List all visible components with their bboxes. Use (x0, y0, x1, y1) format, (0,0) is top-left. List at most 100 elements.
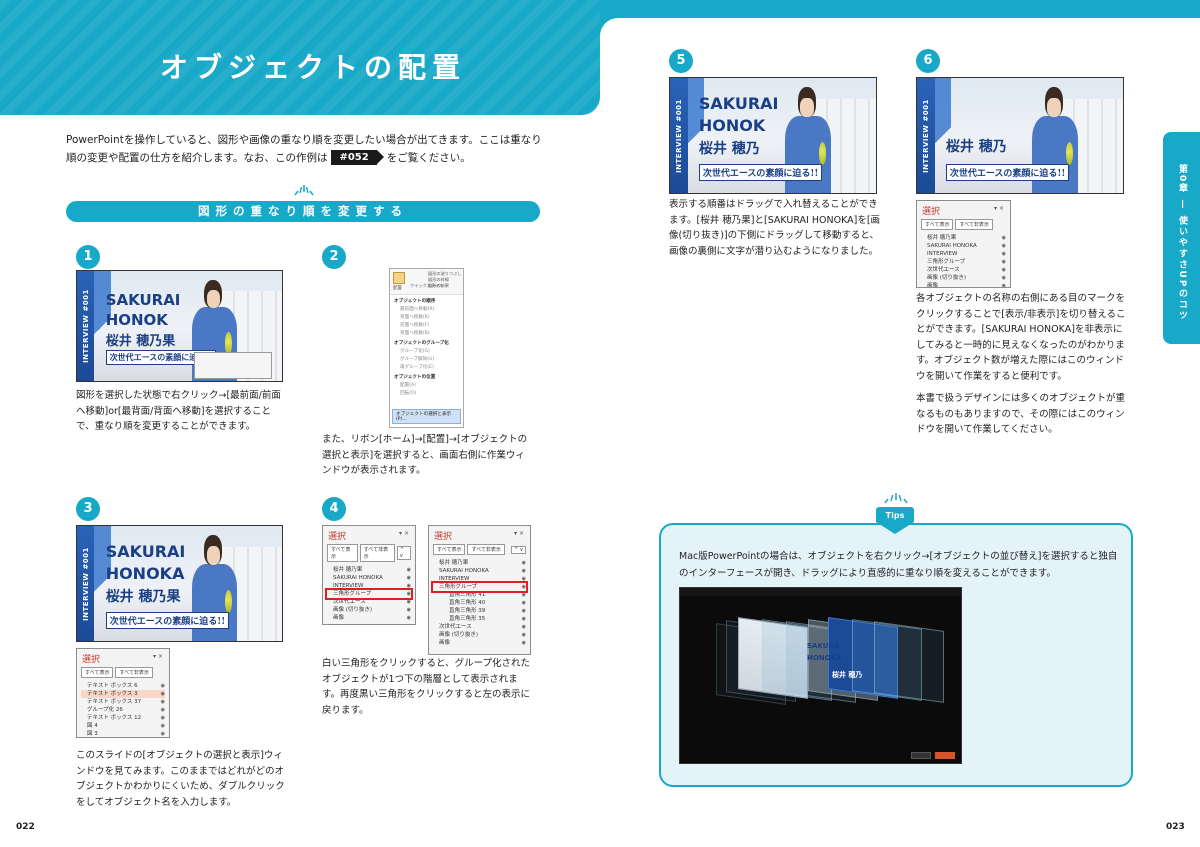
eye-icon[interactable]: ◉ (406, 607, 411, 613)
hide-all-button[interactable]: すべて非表示 (115, 667, 153, 678)
eye-icon[interactable]: ◉ (160, 683, 165, 689)
list-item[interactable]: 三角形グループ◉ (927, 259, 1006, 265)
list-item[interactable]: 直角三角形 35◉ (449, 616, 526, 622)
menu-header-position: オブジェクトの位置 (394, 375, 436, 380)
list-item[interactable]: 画像 (切り抜き)◉ (439, 632, 526, 638)
list-item[interactable]: テキスト ボックス 12◉ (87, 715, 165, 721)
list-item[interactable]: 画像 (切り抜き)◉ (927, 275, 1006, 281)
list-item[interactable]: SAKURAI HONOKA◉ (333, 575, 411, 581)
list-item-group-highlighted[interactable]: 三角形グループ◉ (431, 581, 528, 593)
list-item[interactable]: 桜井 穂乃果◉ (333, 567, 411, 573)
eye-icon[interactable]: ◉ (521, 584, 526, 590)
slide-side-label: INTERVIEW #001 (674, 98, 683, 173)
eye-icon[interactable]: ◉ (406, 567, 411, 573)
eye-icon[interactable]: ◉ (1001, 283, 1006, 288)
list-item[interactable]: INTERVIEW◉ (333, 583, 411, 589)
eye-icon[interactable]: ◉ (521, 608, 526, 614)
show-all-button[interactable]: すべて表示 (433, 544, 466, 555)
slide-name-line2: HONOKA (105, 563, 185, 583)
eye-icon[interactable]: ◉ (521, 568, 526, 574)
eye-icon[interactable]: ◉ (1001, 243, 1006, 249)
eye-icon[interactable]: ◉ (521, 624, 526, 630)
list-item[interactable]: 桜井 穂乃果◉ (927, 235, 1006, 241)
eye-icon[interactable]: ◉ (406, 591, 411, 597)
list-item-group-highlighted[interactable]: 三角形グループ◉ (325, 588, 413, 600)
eye-icon[interactable]: ◉ (160, 707, 165, 713)
eye-icon[interactable]: ◉ (1001, 267, 1006, 273)
hide-all-button[interactable]: すべて非表示 (467, 544, 505, 555)
pane-title: 選択 (922, 207, 941, 217)
list-item[interactable]: 図 3◉ (87, 731, 165, 737)
menu-item-rotate[interactable]: 回転(O) (400, 391, 417, 396)
menu-fill[interactable]: 図形の塗りつぶし (428, 271, 462, 276)
show-all-button[interactable]: すべて表示 (327, 544, 358, 562)
eye-icon[interactable]: ◉ (160, 723, 165, 729)
list-item[interactable]: 直角三角形 39◉ (449, 608, 526, 614)
hide-all-button[interactable]: すべて非表示 (359, 544, 395, 562)
eye-icon[interactable]: ◉ (1001, 259, 1006, 265)
list-item[interactable]: 画像 (切り抜き)◉ (333, 607, 411, 613)
reorder-arrows[interactable]: ^ v (511, 545, 526, 554)
menu-item-selection-pane[interactable]: オブジェクトの選択と表示(P)... (392, 409, 461, 424)
chapter-tab: 第0章 — 使いやすさUPのコツ (1163, 132, 1200, 344)
list-item[interactable]: 直角三角形 41◉ (449, 592, 526, 598)
list-item[interactable]: INTERVIEW◉ (439, 576, 526, 582)
list-item[interactable]: 直角三角形 40◉ (449, 600, 526, 606)
eye-icon[interactable]: ◉ (521, 632, 526, 638)
reorder-arrows[interactable]: ^ v (396, 546, 411, 560)
eye-icon[interactable]: ◉ (521, 600, 526, 606)
menu-item-regroup[interactable]: 再グループ化(E) (400, 365, 434, 370)
list-item[interactable]: 図 4◉ (87, 723, 165, 729)
eye-icon[interactable]: ◉ (1001, 251, 1006, 257)
menu-effect[interactable]: 図形の効果 (428, 283, 449, 288)
eye-icon[interactable]: ◉ (1001, 275, 1006, 281)
eye-icon[interactable]: ◉ (521, 616, 526, 622)
pane-close-icon[interactable]: ▾ × (399, 530, 409, 537)
menu-item-group[interactable]: グループ化(G) (400, 349, 430, 354)
list-item[interactable]: グループ化 26◉ (87, 707, 165, 713)
list-item[interactable]: SAKURAI HONOKA◉ (927, 243, 1006, 249)
list-item[interactable]: テキスト ボックス 6◉ (87, 683, 165, 689)
eye-icon[interactable]: ◉ (406, 583, 411, 589)
menu-outline[interactable]: 図形の枠線 (428, 277, 449, 282)
eye-icon[interactable]: ◉ (406, 599, 411, 605)
menu-item-align[interactable]: 配置(A) (400, 383, 416, 388)
eye-icon[interactable]: ◉ (521, 560, 526, 566)
eye-icon[interactable]: ◉ (521, 576, 526, 582)
show-all-button[interactable]: すべて表示 (81, 667, 114, 678)
hide-all-button[interactable]: すべて非表示 (955, 219, 993, 230)
cancel-button[interactable] (911, 752, 931, 759)
ok-button[interactable] (935, 752, 955, 759)
list-item[interactable]: 画像◉ (439, 640, 526, 646)
show-all-button[interactable]: すべて表示 (921, 219, 954, 230)
list-item[interactable]: 桜井 穂乃果◉ (439, 560, 526, 566)
eye-icon[interactable]: ◉ (160, 699, 165, 705)
menu-item-bring-forward[interactable]: 前面へ移動(F) (400, 323, 430, 328)
list-item[interactable]: 画像◉ (333, 615, 411, 621)
eye-icon[interactable]: ◉ (160, 691, 165, 697)
list-item[interactable]: テキスト ボックス 37◉ (87, 699, 165, 705)
pane-close-icon[interactable]: ▾ × (514, 530, 524, 537)
eye-icon[interactable]: ◉ (160, 715, 165, 721)
eye-icon[interactable]: ◉ (1001, 235, 1006, 241)
eye-icon[interactable]: ◉ (406, 615, 411, 621)
eye-icon[interactable]: ◉ (160, 731, 165, 737)
eye-icon[interactable]: ◉ (521, 640, 526, 646)
eye-icon[interactable]: ◉ (406, 575, 411, 581)
list-item[interactable]: 次世代エース◉ (927, 267, 1006, 273)
menu-item-ungroup[interactable]: グループ解除(U) (400, 357, 435, 362)
pane-close-icon[interactable]: ▾ × (994, 205, 1004, 212)
list-item[interactable]: INTERVIEW◉ (927, 251, 1006, 257)
list-item[interactable]: SAKURAI HONOKA◉ (439, 568, 526, 574)
menu-item-send-back[interactable]: 背面へ移動(K) (400, 315, 430, 320)
menu-item-bring-front[interactable]: 最前面へ移動(R) (400, 307, 435, 312)
eye-icon[interactable]: ◉ (521, 592, 526, 598)
step4-caption: 白い三角形をクリックすると、グループ化されたオブジェクトが1つ下の階層として表示… (322, 658, 531, 716)
pane-close-icon[interactable]: ▾ × (153, 653, 163, 660)
list-item[interactable]: 次世代エース◉ (439, 624, 526, 630)
menu-item-send-backward[interactable]: 背面へ移動(B) (400, 331, 430, 336)
arrange-icon (393, 272, 405, 284)
list-item[interactable]: テキスト ボックス 3◉ (81, 690, 165, 698)
list-item[interactable]: 画像◉ (927, 283, 1006, 288)
list-item[interactable]: 次世代エース◉ (333, 599, 411, 605)
